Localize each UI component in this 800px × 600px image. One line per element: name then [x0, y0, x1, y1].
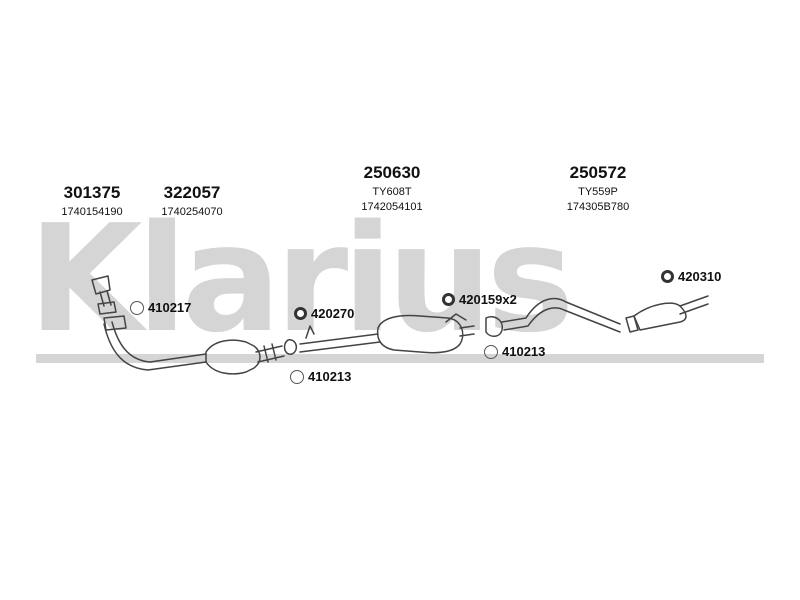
catalyst-outlet — [255, 345, 285, 363]
rubber-mount-icon — [442, 293, 455, 306]
catalyst-body — [205, 339, 261, 375]
hardware-code: 420310 — [678, 269, 722, 284]
middle-pipe — [299, 333, 381, 353]
tail-pipe — [679, 295, 709, 315]
rear-silencer — [633, 302, 687, 331]
part-alt: TY608T — [372, 186, 412, 198]
part-code: 250630 — [363, 163, 421, 182]
rubber-mount-icon — [294, 307, 307, 320]
part-ref: 1742054101 — [361, 201, 423, 213]
hardware-code: 410217 — [148, 300, 192, 315]
hardware-callout: 420159x2 — [442, 292, 517, 307]
middle-hanger-bracket — [445, 313, 467, 323]
rear-pipe — [501, 297, 621, 333]
hardware-code: 420270 — [311, 306, 355, 321]
part-label-catalyst: 322057 1740254070 — [132, 183, 252, 218]
part-label-front-pipe: 301375 1740154190 — [32, 183, 152, 218]
ring-gasket-icon — [484, 344, 498, 359]
front-pipe-flange — [91, 275, 111, 295]
middle-outlet — [459, 325, 475, 337]
part-alt: TY559P — [578, 186, 618, 198]
front-flange — [103, 315, 127, 331]
catalyst-flange — [263, 343, 277, 363]
ring-gasket-icon — [290, 369, 304, 384]
part-ref: 1740254070 — [161, 206, 223, 218]
hardware-code: 420159x2 — [459, 292, 517, 307]
joint-clamp — [283, 339, 298, 355]
hardware-code: 410213 — [502, 344, 546, 359]
hardware-callout: 420270 — [294, 306, 354, 321]
part-code: 301375 — [63, 183, 121, 202]
rubber-mount-icon — [661, 270, 674, 283]
watermark-underline — [36, 354, 764, 363]
rear-flange — [485, 316, 503, 337]
part-label-rear-box: 250572 TY559P 174305B780 — [538, 163, 658, 213]
part-ref: 174305B780 — [566, 201, 630, 213]
hardware-callout: 410213 — [290, 369, 351, 384]
hardware-code: 410213 — [308, 369, 352, 384]
middle-hanger — [305, 325, 315, 339]
rear-silencer-inlet — [625, 315, 639, 333]
hardware-callout: 410213 — [484, 344, 545, 359]
middle-silencer — [376, 314, 464, 354]
part-ref: 1740154190 — [61, 206, 123, 218]
part-label-middle-box: 250630 TY608T 1742054101 — [332, 163, 452, 213]
part-code: 322057 — [163, 183, 221, 202]
part-code: 250572 — [569, 163, 627, 182]
front-pipe-flange-lower — [97, 301, 117, 315]
hardware-callout: 410217 — [130, 300, 191, 315]
ring-gasket-icon — [130, 300, 144, 315]
hardware-callout: 420310 — [661, 269, 721, 284]
